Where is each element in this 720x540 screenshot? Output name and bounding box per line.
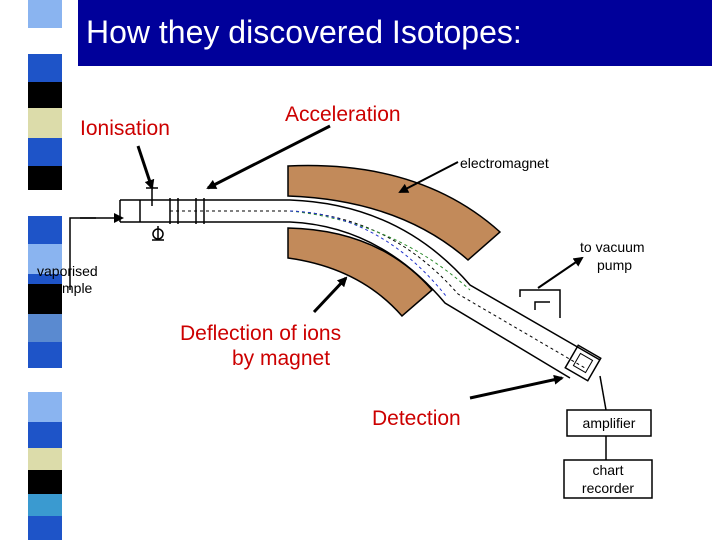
label-recorder-line1: chart <box>592 462 623 478</box>
label-ionisation: Ionisation <box>80 117 170 140</box>
flight-tube-upper-wall <box>200 199 601 361</box>
sample-inlet <box>152 228 164 240</box>
label-deflection-line1: Deflection of ions <box>180 322 341 345</box>
ionisation-arrow <box>136 145 155 190</box>
title-bar: How they discovered Isotopes: <box>78 0 712 66</box>
amplifier-box <box>566 409 652 437</box>
label-sample-line1: vaporised <box>37 263 98 279</box>
label-sample-line2: mple <box>62 280 93 296</box>
label-electromagnet: electromagnet <box>460 155 549 171</box>
label-amplifier: amplifier <box>583 415 636 431</box>
deflection-arrow <box>312 276 348 314</box>
stripe-blocks <box>28 0 62 540</box>
label-vacuum-line2: pump <box>597 257 632 273</box>
label-recorder-line2: recorder <box>582 480 634 496</box>
vacuum-arrow <box>537 256 584 289</box>
label-acceleration: Acceleration <box>285 103 401 126</box>
acceleration-arrow <box>206 124 331 190</box>
flight-tube-lower-wall <box>200 221 571 379</box>
detector-inner <box>572 352 594 374</box>
electromagnet-arrow <box>398 161 459 193</box>
detection-arrow <box>469 374 564 400</box>
decorative-stripe <box>28 0 62 540</box>
electromagnet-outer-pole <box>287 164 502 261</box>
label-deflection-line2: by magnet <box>232 347 330 370</box>
electromagnet-inner-pole <box>287 227 434 318</box>
detector-cable <box>599 375 607 411</box>
chart-recorder-box <box>563 459 653 499</box>
ion-beam-heavy <box>289 210 471 291</box>
mass-spectrometer-diagram: Ionisation Acceleration electromagnet to… <box>37 103 653 499</box>
vacuum-pump-outlet <box>519 289 561 318</box>
label-detection: Detection <box>372 407 461 430</box>
slide-title: How they discovered Isotopes: <box>86 14 522 50</box>
detector <box>564 344 602 382</box>
label-vacuum-line1: to vacuum <box>580 239 645 255</box>
